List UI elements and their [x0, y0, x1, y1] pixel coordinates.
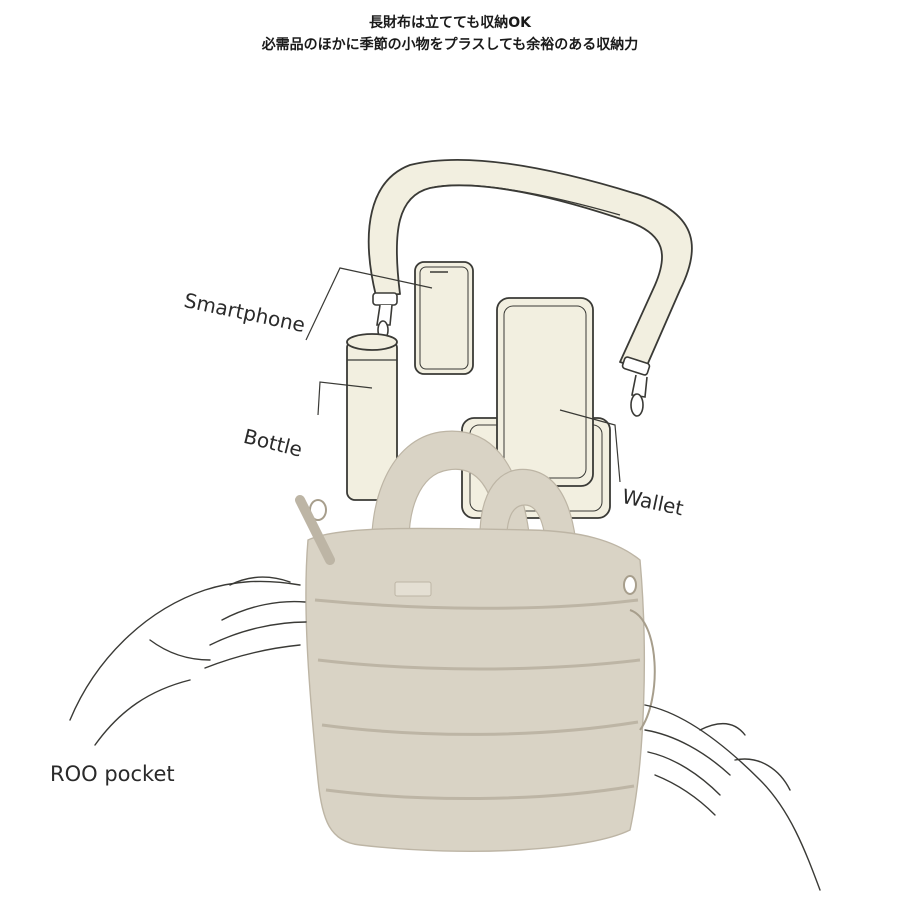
strap	[367, 158, 693, 371]
header-text: 長財布は立てても収納OK 必需品のほかに季節の小物をプラスしても余裕のある収納力	[0, 12, 900, 56]
left-hand	[69, 576, 307, 746]
header-line-2: 必需品のほかに季節の小物をプラスしても余裕のある収納力	[261, 37, 639, 53]
label-roo-pocket: ROO pocket	[50, 762, 175, 786]
strap-clip-left	[372, 292, 398, 340]
bottle-shape	[346, 333, 398, 501]
bag-body	[295, 495, 656, 853]
leader-lines	[305, 267, 621, 483]
right-hand	[644, 704, 821, 891]
header-line-1: 長財布は立てても収納OK	[368, 15, 532, 31]
strap-clip-right	[621, 356, 651, 417]
smartphone-shape	[414, 261, 474, 375]
